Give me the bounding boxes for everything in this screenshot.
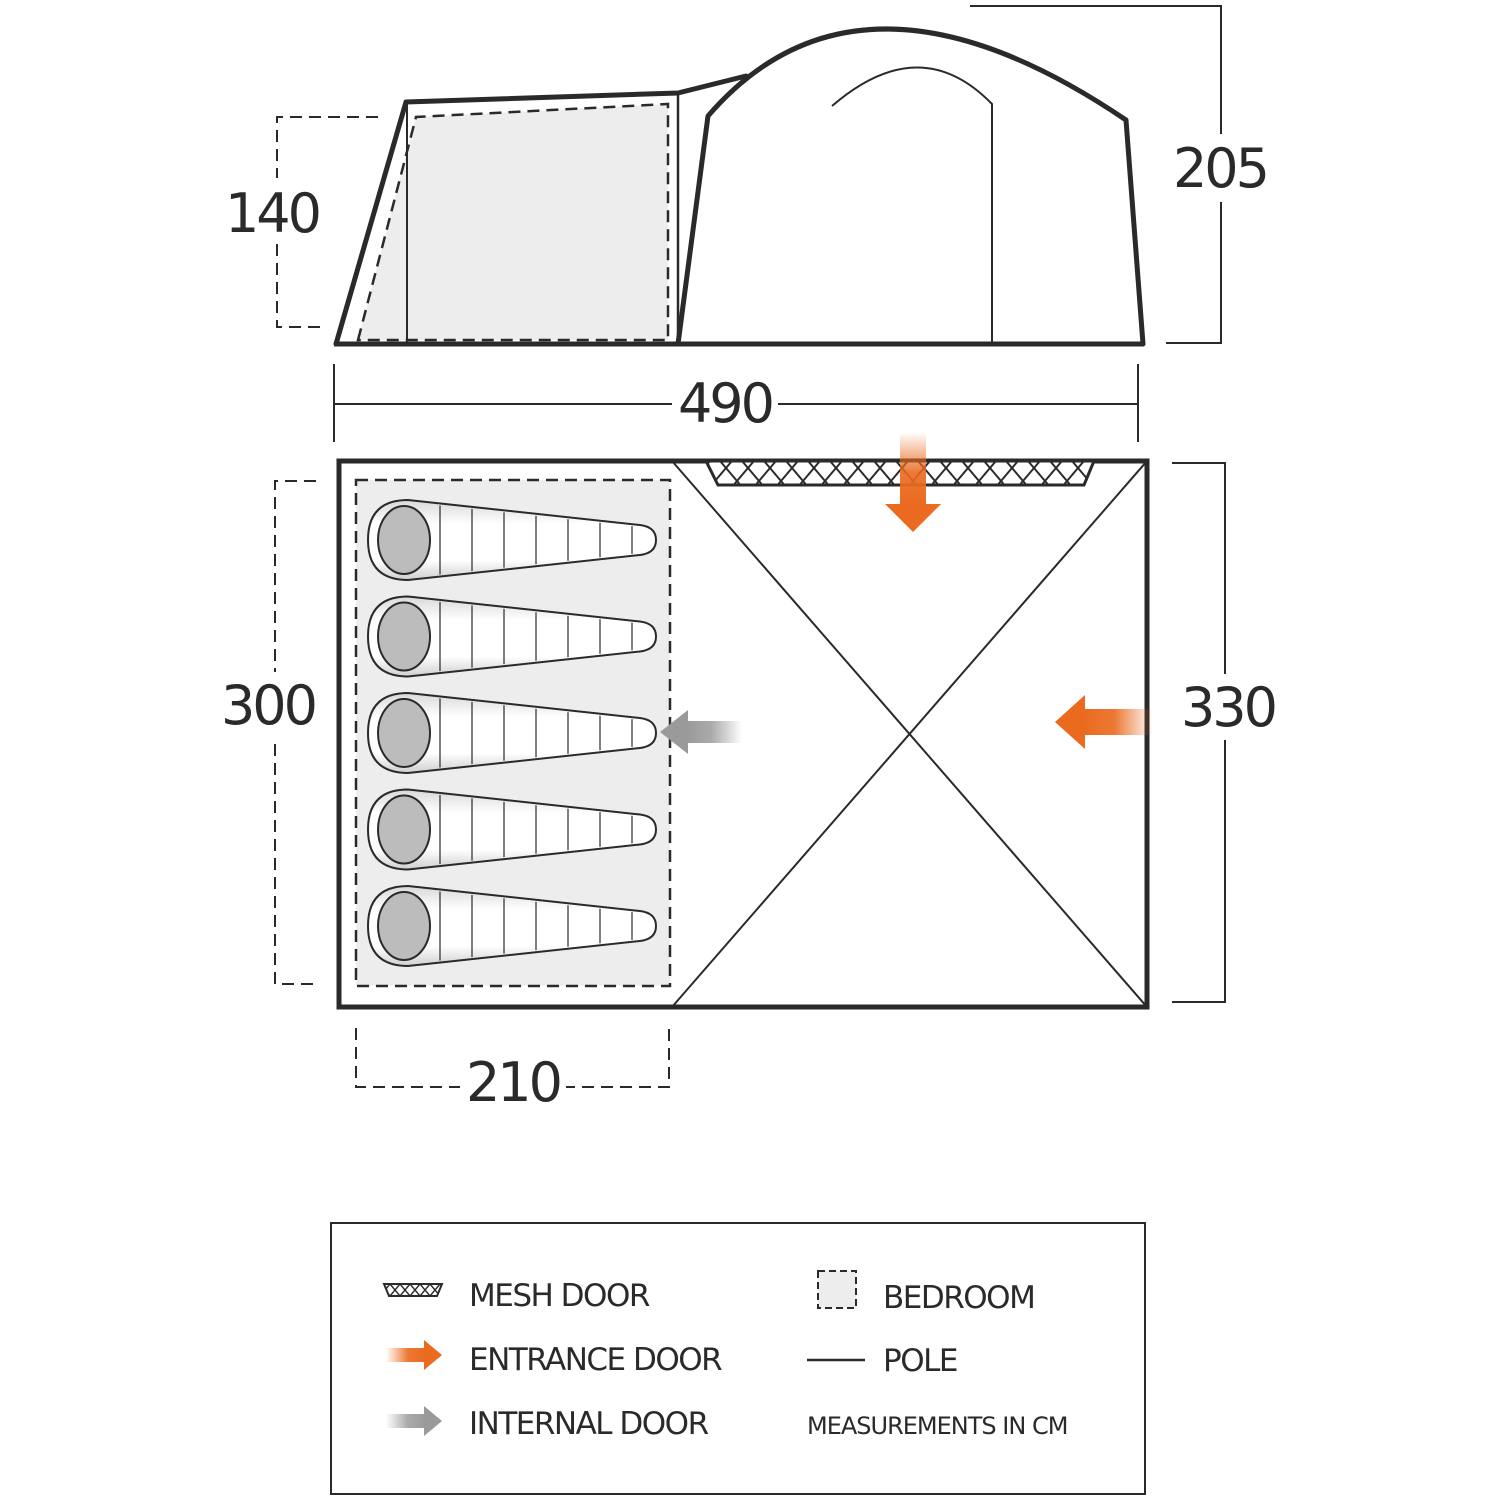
dimension-label-140: 140 — [225, 182, 319, 245]
dimension-label-300: 300 — [221, 674, 315, 737]
sleeping-bag-icon — [366, 595, 658, 678]
dimension-label-205: 205 — [1173, 137, 1267, 200]
mesh-door-icon — [382, 1283, 444, 1297]
legend: MESH DOOR ENTRANCE DOOR INTERNAL DOOR BE… — [330, 1222, 1146, 1495]
sleeping-bag-icon — [366, 498, 658, 582]
dimension-bedroom-width: 300 — [212, 480, 322, 985]
side-elevation — [333, 26, 1146, 347]
sleeping-bag-icon — [366, 788, 658, 871]
sleeping-bag-icon — [366, 691, 658, 775]
side-door-outline — [831, 66, 993, 343]
floor-plan — [336, 432, 1153, 1010]
internal-arrow-icon — [386, 1406, 442, 1436]
legend-internal-door: INTERNAL DOOR — [469, 1406, 709, 1442]
dome-outline — [675, 26, 1146, 347]
dimension-label-330: 330 — [1181, 676, 1275, 739]
legend-bedroom: BEDROOM — [883, 1280, 1034, 1316]
legend-mesh-door: MESH DOOR — [469, 1278, 650, 1314]
entrance-door-arrow-top — [885, 432, 941, 532]
sleeping-bags — [366, 498, 658, 968]
internal-door-arrow — [660, 710, 742, 754]
entrance-door-arrow-right — [1055, 695, 1153, 749]
bedroom-icon — [817, 1270, 857, 1309]
dimension-label-490: 490 — [678, 372, 772, 435]
legend-pole: POLE — [883, 1343, 957, 1379]
dimension-inner-height: 140 — [222, 116, 378, 328]
dimension-bedroom-length: 210 — [355, 1028, 670, 1116]
sleeping-bag-head — [377, 698, 431, 768]
sleeping-bag-icon — [366, 884, 658, 968]
dimension-total-width: 330 — [1172, 462, 1280, 1003]
dimension-label-210: 210 — [466, 1051, 560, 1114]
sleeping-bag-head — [377, 891, 431, 961]
entrance-arrow-icon — [386, 1340, 442, 1370]
dimension-total-height: 205 — [970, 5, 1274, 344]
legend-box — [330, 1222, 1146, 1495]
living-area-poles-2 — [671, 460, 1148, 1008]
side-bedroom-area — [356, 102, 670, 342]
dimension-total-length: 490 — [333, 364, 1139, 442]
legend-entrance-door: ENTRANCE DOOR — [469, 1342, 722, 1378]
sleeping-bag-head — [377, 505, 431, 575]
legend-measurements-note: MEASUREMENTS IN CM — [807, 1412, 1067, 1440]
sleeping-bag-head — [377, 794, 431, 865]
sleeping-bag-head — [377, 601, 431, 672]
